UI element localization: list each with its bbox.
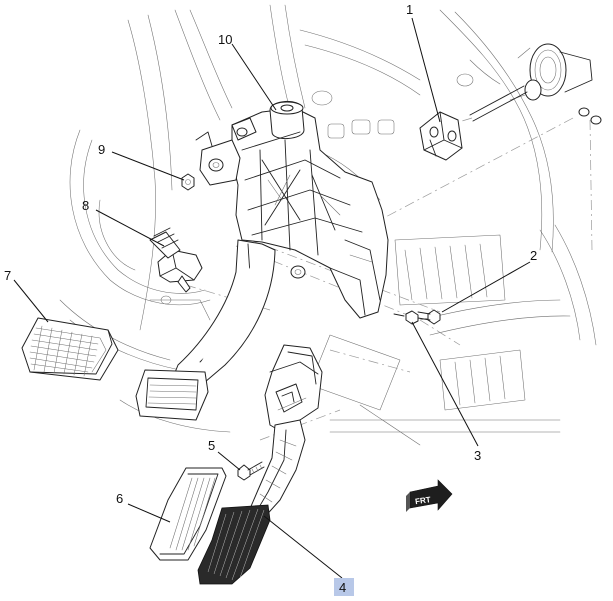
part-9-nut: [181, 173, 195, 191]
part-2-bolt: [417, 309, 441, 325]
callout-1: 1: [406, 2, 413, 17]
callout-7: 7: [4, 268, 11, 283]
part-6-accel-pad-cover: [149, 467, 227, 561]
part-10-pedal-bracket: [195, 101, 389, 319]
front-direction-badge: FRT: [406, 479, 453, 512]
part-5-bolt: [237, 461, 265, 481]
callout-9: 9: [98, 142, 105, 157]
part-3-bolt: [393, 310, 419, 325]
callout-10: 10: [218, 32, 232, 47]
frt-label: FRT: [415, 495, 432, 506]
callout-5: 5: [208, 438, 215, 453]
part-8-brake-pedal-sensor: [149, 227, 203, 293]
accelerator-pedal-pad: [197, 504, 271, 585]
callout-4-highlight: [334, 578, 354, 596]
brake-pedal-pad: [135, 369, 209, 421]
callout-3: 3: [474, 448, 481, 463]
part-1-bracket: [419, 111, 463, 161]
callout-labels: 1 2 3 4 5 6 7 8 9 10: [4, 2, 537, 596]
brake-booster: [469, 43, 602, 125]
callout-2: 2: [530, 248, 537, 263]
pad-cover-texture: [29, 325, 99, 377]
callout-8: 8: [82, 198, 89, 213]
part-7-brake-pad-cover: [21, 317, 119, 381]
leader-lines: [13, 17, 531, 579]
accelerator-pedal-assembly: [245, 344, 323, 521]
callout-6: 6: [116, 491, 123, 506]
callout-4: 4: [339, 580, 346, 595]
